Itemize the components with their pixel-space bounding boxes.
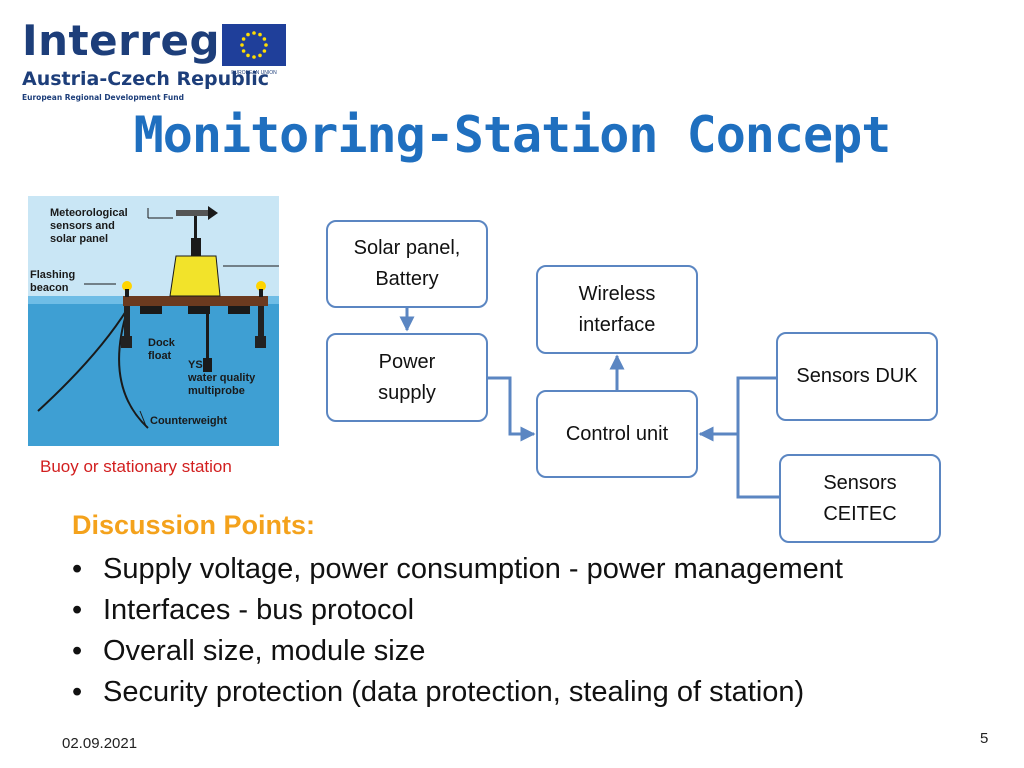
buoy-label-met-3: solar panel [50, 233, 108, 245]
buoy-label-met-1: Meteorological [50, 207, 128, 219]
page-number: 5 [980, 730, 989, 747]
buoy-illustration: Meteorological sensors and solar panel F… [28, 196, 279, 446]
node-sensors-ceitec: Sensors CEITEC [779, 454, 941, 543]
eu-flag-icon [222, 24, 286, 66]
discussion-item: Overall size, module size [70, 631, 843, 672]
connector-power-to-control [488, 376, 536, 442]
node-control-unit: Control unit [536, 390, 698, 478]
node-wireless-interface: Wireless interface [536, 265, 698, 354]
buoy-label-met-2: sensors and [50, 220, 115, 232]
node-sensors-duk: Sensors DUK [776, 332, 938, 421]
buoy-label-ysi-3: multiprobe [188, 385, 245, 397]
slide-title: Monitoring-Station Concept [133, 106, 892, 164]
eu-caption: EUROPEAN UNION [231, 70, 277, 76]
node-solar-battery: Solar panel, Battery [326, 220, 488, 308]
buoy-label-ysi-2: water quality [187, 372, 256, 384]
discussion-item: Interfaces - bus protocol [70, 590, 843, 631]
buoy-caption: Buoy or stationary station [40, 457, 232, 476]
buoy-label-dock-1: Dock [148, 337, 176, 349]
logo-wordmark: Interreg [22, 16, 221, 65]
buoy-label-ysi-1: YSI [188, 359, 206, 371]
interreg-logo: Interreg EUROPEAN UNION Austria-Czech Re… [22, 16, 286, 108]
buoy-label-beacon-2: beacon [30, 282, 69, 294]
logo-fund: European Regional Development Fund [22, 93, 184, 102]
buoy-label-dock-2: float [148, 350, 172, 362]
logo-region: Austria-Czech Republic [22, 68, 270, 90]
buoy-label-beacon-1: Flashing [30, 269, 75, 281]
discussion-heading: Discussion Points: [72, 510, 316, 540]
discussion-item: Supply voltage, power consumption - powe… [70, 549, 843, 590]
node-power-supply: Power supply [326, 333, 488, 422]
discussion-item: Security protection (data protection, st… [70, 672, 843, 713]
connector-duk-to-control [698, 376, 776, 442]
connector-ceitec-to-control [736, 434, 779, 499]
discussion-list: Supply voltage, power consumption - powe… [70, 549, 843, 713]
buoy-label-counterweight: Counterweight [150, 415, 227, 427]
slide-date: 02.09.2021 [62, 735, 138, 752]
